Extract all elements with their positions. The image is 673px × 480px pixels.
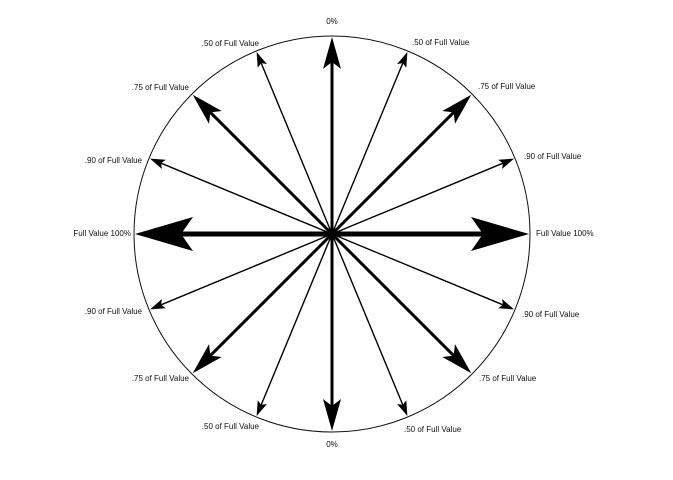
arrowhead: [397, 51, 408, 68]
arrowhead: [471, 217, 529, 251]
arrowhead: [442, 94, 472, 124]
label-top-0: 0%: [326, 17, 338, 26]
arrowhead: [498, 299, 515, 310]
label-n50-right: .50 of Full Value: [412, 38, 470, 47]
label-s75-left: .75 of Full Value: [131, 374, 189, 383]
label-s90-right: .90 of Full Value: [522, 310, 580, 319]
arrowhead: [256, 51, 267, 68]
arrowhead: [256, 400, 267, 417]
arrowhead: [323, 37, 341, 69]
label-bottom-0: 0%: [326, 440, 338, 449]
arrows-group: [135, 37, 529, 431]
label-s75-right: .75 of Full Value: [479, 374, 537, 383]
label-s90-left: .90 of Full Value: [84, 307, 142, 316]
outer-circle: [133, 35, 531, 433]
arrow-shaft: [330, 232, 455, 357]
arrow-shaft: [160, 233, 333, 306]
arrow-shaft: [160, 162, 333, 235]
arrow-shaft: [331, 162, 504, 235]
label-s50-right: .50 of Full Value: [404, 425, 462, 434]
arrow-shaft: [260, 233, 333, 406]
arrowhead: [192, 94, 222, 124]
label-full-right: Full Value 100%: [536, 229, 594, 238]
label-n90-left: .90 of Full Value: [84, 156, 142, 165]
arrowhead: [149, 299, 166, 310]
label-n75-right: .75 of Full Value: [478, 82, 536, 91]
label-full-left: Full Value 100%: [73, 229, 131, 238]
arrowhead: [323, 399, 341, 431]
arrow-shaft: [331, 233, 404, 406]
arrow-shaft: [331, 62, 404, 235]
arrowhead: [397, 400, 408, 417]
label-n50-left: .50 of Full Value: [201, 39, 259, 48]
arrow-shaft: [260, 62, 333, 235]
arrowhead: [135, 217, 193, 251]
arrowhead: [498, 158, 515, 169]
label-n90-right: .90 of Full Value: [524, 152, 582, 161]
arrowhead: [442, 344, 472, 374]
label-n75-left: .75 of Full Value: [131, 83, 189, 92]
arrow-shaft: [209, 111, 334, 236]
arrow-shaft: [331, 233, 504, 306]
arrow-shaft: [209, 232, 334, 357]
arrowhead: [192, 344, 222, 374]
label-s50-left: .50 of Full Value: [201, 422, 259, 431]
arrowhead: [149, 158, 166, 169]
arrow-shaft: [330, 111, 455, 236]
